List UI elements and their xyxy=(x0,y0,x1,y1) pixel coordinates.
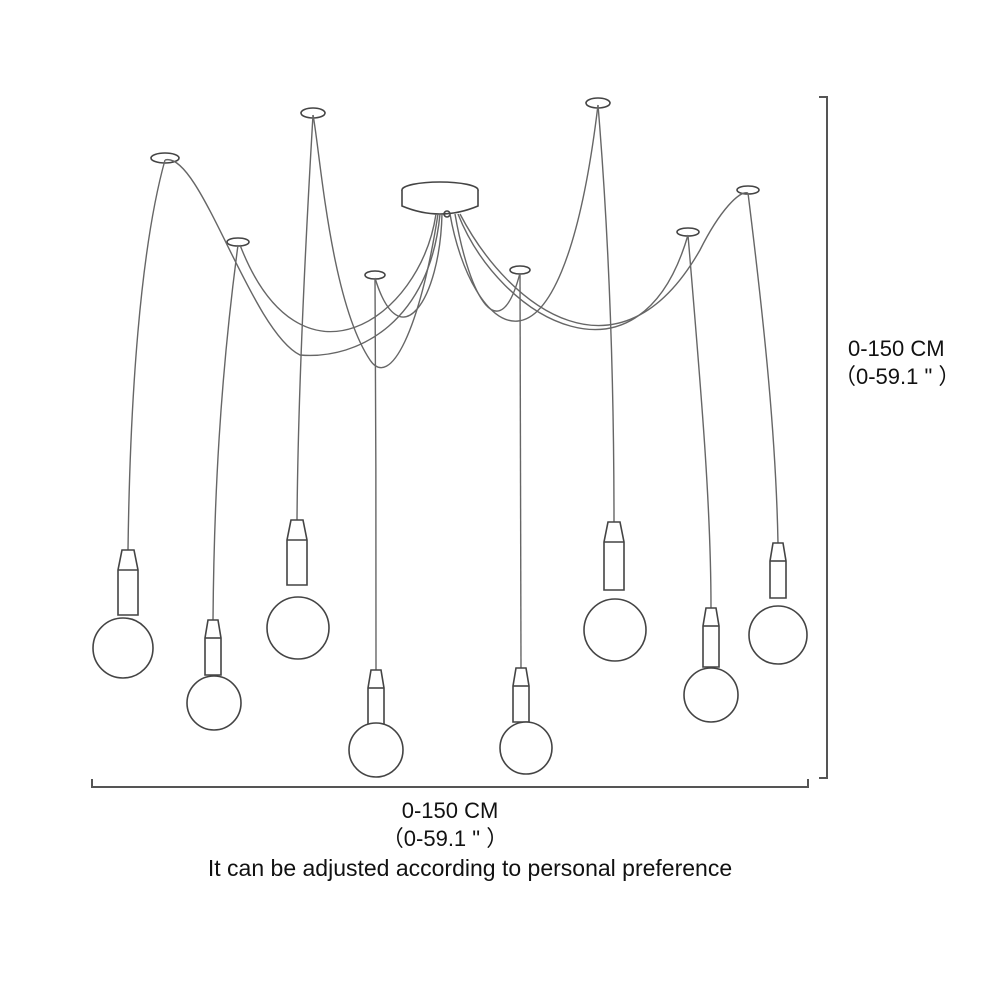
width-label-inch: （0-59.1 " ） xyxy=(381,826,509,851)
dimension-lines xyxy=(91,96,828,788)
width-dimension xyxy=(91,779,809,788)
lamp-2 xyxy=(186,619,242,731)
lamp-3 xyxy=(266,519,330,660)
lamp-5 xyxy=(499,667,553,775)
height-label: 0-150 CM xyxy=(848,336,945,361)
width-label: 0-150 CM xyxy=(401,798,499,823)
cables xyxy=(127,104,779,671)
lamp-8 xyxy=(748,542,808,665)
height-label-inch: （0-59.1 " ） xyxy=(834,364,961,389)
adjustment-note: It can be adjusted according to personal… xyxy=(207,855,733,881)
lamp-bulbs xyxy=(92,519,808,778)
lamp-7 xyxy=(683,607,739,723)
lamp-4 xyxy=(348,669,404,778)
lamp-6 xyxy=(583,521,647,662)
height-dimension xyxy=(819,96,828,779)
lamp-1 xyxy=(92,549,154,679)
ceiling-canopy xyxy=(401,181,479,218)
